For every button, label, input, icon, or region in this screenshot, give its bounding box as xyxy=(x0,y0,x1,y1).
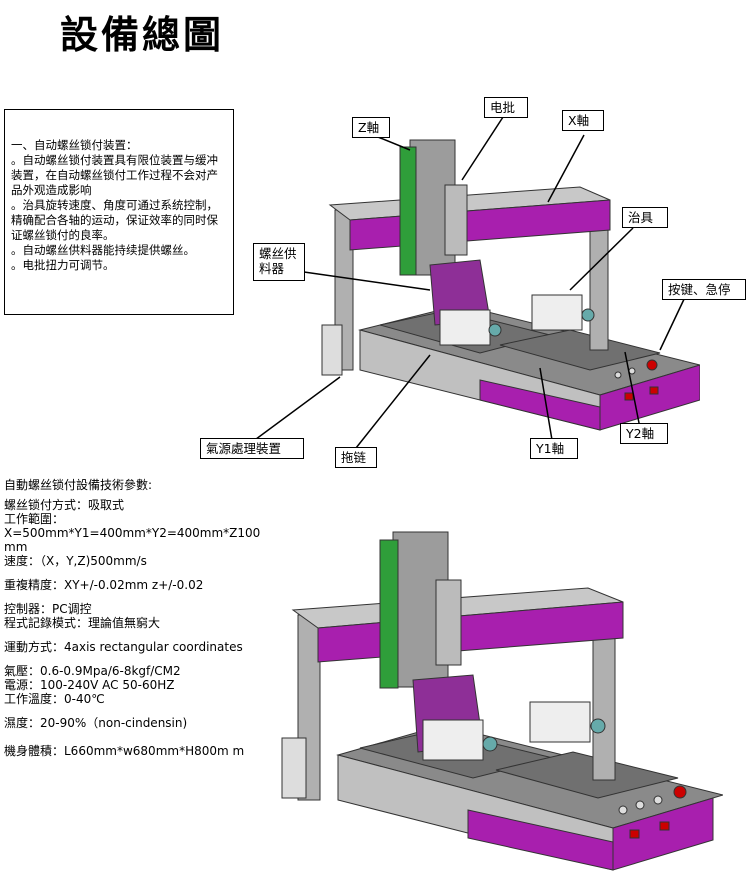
spec-line: 程式記錄模式：理論值無窮大 xyxy=(4,616,161,630)
spec-line: 重複精度：XY+/-0.02mm z+/-0.02 xyxy=(4,578,204,592)
label-buttons: 按键、急停 xyxy=(662,279,746,300)
description-line: 。电批扭力可调节。 xyxy=(11,258,115,272)
description-line: 。自动螺丝供料器能持续提供螺丝。 xyxy=(11,243,195,257)
description-box: 一、自动螺丝锁付装置： 。自动螺丝锁付装置具有限位装置与缓冲装置，在自动螺丝锁付… xyxy=(4,109,234,315)
label-x-axis: X軸 xyxy=(562,110,604,131)
spec-line: 工作溫度：0-40℃ xyxy=(4,692,105,706)
spec-line: X=500mm*Y1=400mm*Y2=400mm*Z100mm xyxy=(4,526,261,554)
label-air-unit: 氣源處理裝置 xyxy=(200,438,304,459)
label-z-axis: Z軸 xyxy=(352,117,390,138)
page-title: 設備總圖 xyxy=(60,13,225,57)
label-screwdriver: 电批 xyxy=(484,97,528,118)
leader-lines xyxy=(247,113,687,449)
spec-line: 氣壓：0.6-0.9Mpa/6-8kgf/CM2 xyxy=(4,664,181,678)
label-feeder: 螺丝供料器 xyxy=(253,243,305,281)
machine-illustration-bottom xyxy=(281,531,723,871)
description-heading: 一、自动螺丝锁付装置： xyxy=(11,138,138,152)
specs-heading: 自動螺丝锁付設備技術參數: xyxy=(4,478,153,492)
label-drag-chain: 拖链 xyxy=(335,447,377,468)
spec-line: 螺丝锁付方式：吸取式 xyxy=(4,498,125,512)
specs-section: 自動螺丝锁付設備技術參數: 螺丝锁付方式：吸取式 工作範圍： X=500mm*Y… xyxy=(4,478,266,758)
description-line: 。治具旋转速度、角度可通过系统控制，精确配合各轴的运动，保证效率的同时保证螺丝锁… xyxy=(11,198,218,242)
spec-line: 電源：100-240V AC 50-60HZ xyxy=(4,678,175,692)
description-line: 。自动螺丝锁付装置具有限位装置与缓冲装置，在自动螺丝锁付工作过程不会对产品外观造… xyxy=(11,153,218,197)
label-y1-axis: Y1軸 xyxy=(530,438,578,459)
spec-line: 機身體積：L660mm*w680mm*H800m m xyxy=(4,744,245,758)
spec-line: 運動方式：4axis rectangular coordinates xyxy=(4,640,243,654)
spec-line: 工作範圍： xyxy=(4,512,65,526)
spec-line: 控制器：PC调控 xyxy=(4,602,92,616)
spec-line: 濕度：20-90%（non-cindensin) xyxy=(4,716,188,730)
label-y2-axis: Y2軸 xyxy=(620,423,668,444)
label-fixture: 治具 xyxy=(622,207,668,228)
machine-illustration-top xyxy=(321,139,700,431)
spec-line: 速度：（X，Y,Z)500mm/s xyxy=(4,554,147,568)
